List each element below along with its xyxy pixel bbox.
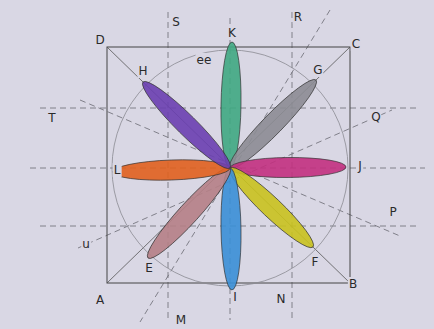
point-label: C (351, 37, 361, 51)
point-label: G (312, 63, 323, 77)
point-label: P (388, 205, 397, 219)
point-label: L (113, 163, 122, 177)
point-label: ee (196, 53, 213, 67)
point-label: u (81, 237, 91, 251)
point-label: F (311, 255, 320, 269)
point-label: S (171, 15, 181, 29)
point-label: B (348, 277, 358, 291)
petal (136, 75, 237, 175)
point-label: A (95, 293, 105, 307)
point-label: M (175, 313, 187, 327)
point-label: R (293, 10, 303, 24)
point-label: H (137, 64, 148, 78)
point-label: I (232, 290, 238, 304)
point-label: K (227, 26, 237, 40)
point-label: E (144, 261, 154, 275)
petal (113, 158, 231, 182)
point-label: D (94, 33, 105, 47)
point-label: T (47, 111, 56, 125)
point-label: Q (370, 110, 381, 124)
point-label: J (357, 159, 363, 173)
point-label: N (276, 292, 287, 306)
